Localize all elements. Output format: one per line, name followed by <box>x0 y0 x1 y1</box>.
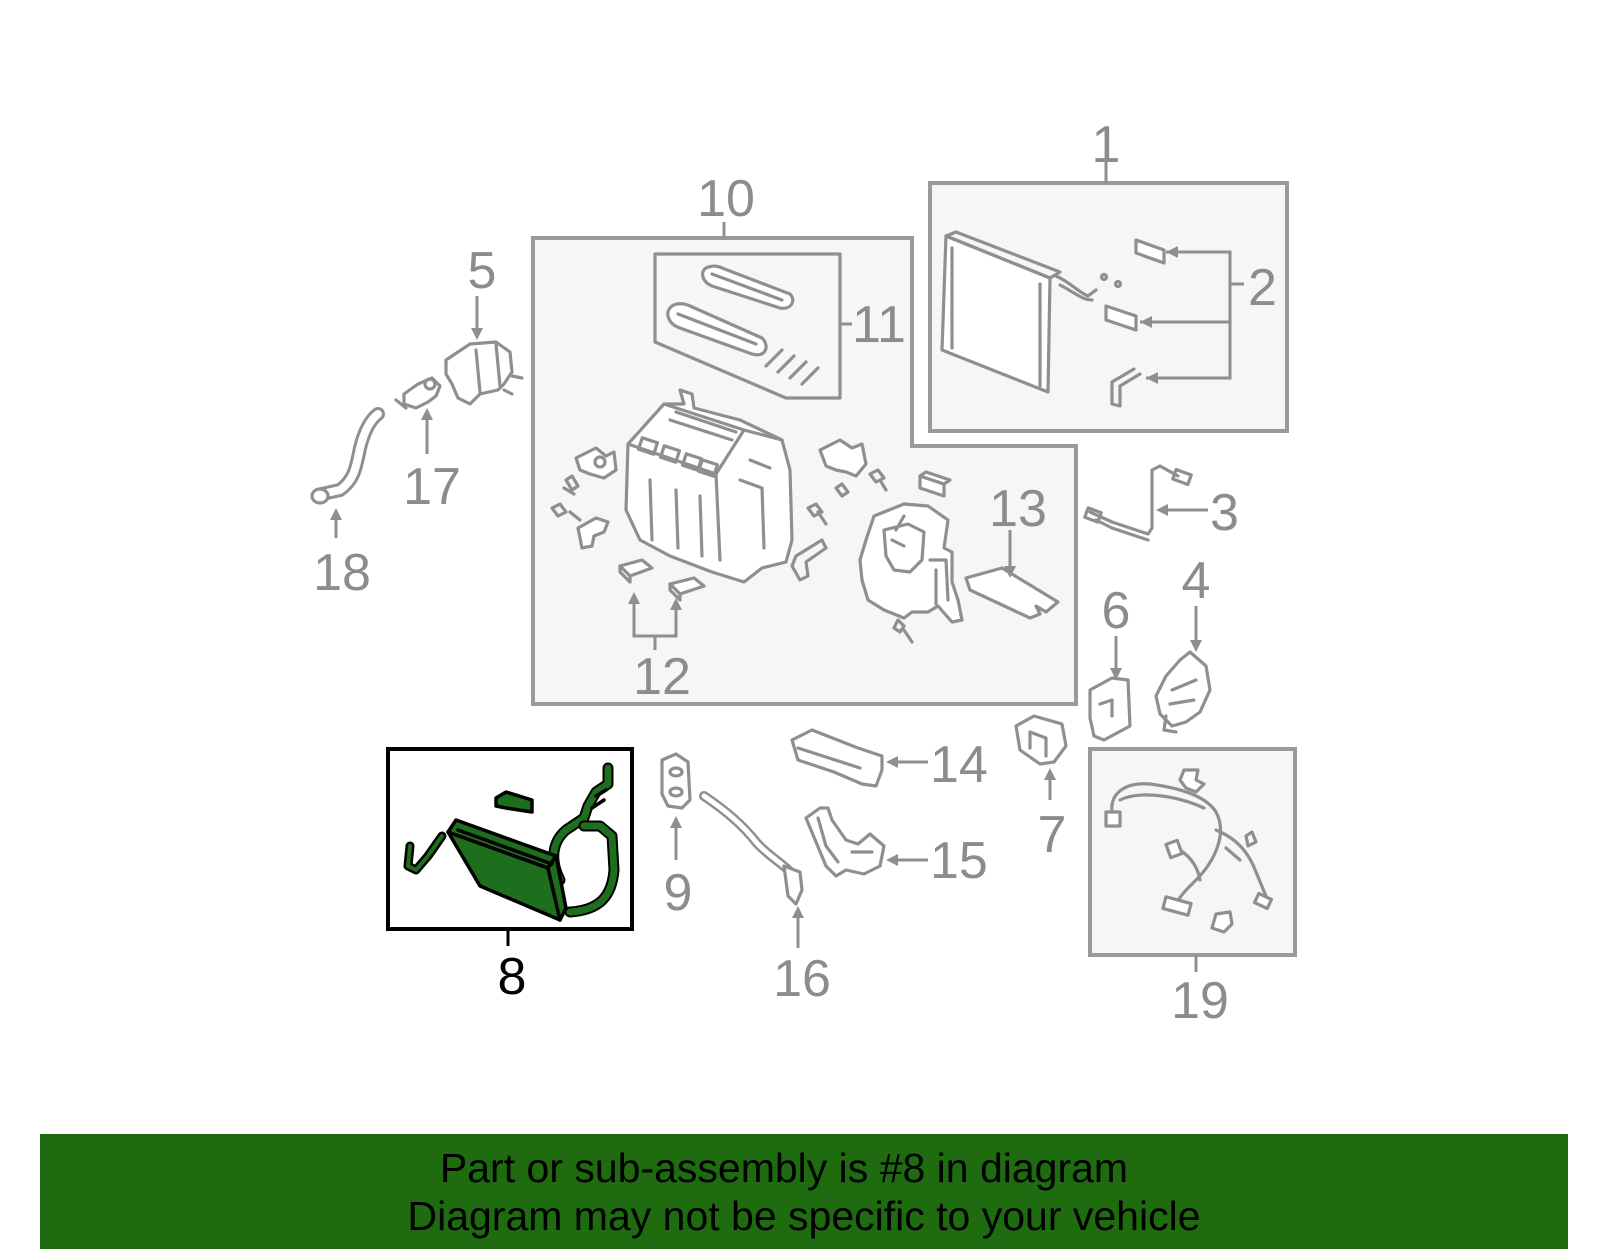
part-19-harness-icon <box>1104 768 1274 934</box>
part-2-pads-icon <box>1104 238 1166 408</box>
part-15-duct-icon <box>804 806 886 878</box>
part-11-box <box>653 252 842 400</box>
callout-8[interactable]: 8 <box>498 948 527 1006</box>
part-13-duct-icon <box>964 566 1060 620</box>
callout-12[interactable]: 12 <box>633 648 691 706</box>
blower-housing-icon <box>858 502 964 644</box>
heater-small-parts-left-icon <box>550 446 618 550</box>
callout-10[interactable]: 10 <box>697 170 755 228</box>
callout-14[interactable]: 14 <box>930 736 988 794</box>
callout-17[interactable]: 17 <box>403 458 461 516</box>
heater-small-parts-mid-icon <box>790 438 952 582</box>
part-group-14[interactable]: 14 <box>790 728 988 794</box>
heater-case-icon <box>624 388 794 584</box>
callout-18[interactable]: 18 <box>313 544 371 602</box>
callout-13[interactable]: 13 <box>989 480 1047 538</box>
part-9-clip-icon <box>660 752 692 810</box>
callout-6[interactable]: 6 <box>1102 582 1131 640</box>
callout-11[interactable]: 11 <box>852 296 906 354</box>
part-group-8[interactable]: 8 <box>386 747 634 1006</box>
part-7-resistor-icon <box>1014 714 1068 766</box>
evaporator-core-icon <box>940 230 1123 394</box>
part-group-9[interactable]: 9 <box>660 752 693 922</box>
callout-7[interactable]: 7 <box>1038 806 1067 864</box>
part-3-sensor-icon <box>1083 464 1193 542</box>
part-group-18[interactable]: 18 <box>310 407 385 602</box>
part-4-actuator-icon <box>1154 650 1212 734</box>
part-group-19[interactable]: 19 <box>1088 747 1297 1030</box>
info-banner: Part or sub-assembly is #8 in diagram Di… <box>40 1134 1568 1249</box>
callout-9[interactable]: 9 <box>664 864 693 922</box>
part-17-valve-icon <box>394 376 442 410</box>
callout-4[interactable]: 4 <box>1182 552 1211 610</box>
part-group-6[interactable]: 6 <box>1088 582 1132 742</box>
part-19-box <box>1088 747 1297 957</box>
callout-3[interactable]: 3 <box>1210 484 1239 542</box>
part-14-duct-icon <box>790 728 884 788</box>
callout-2[interactable]: 2 <box>1248 259 1277 317</box>
callout-5[interactable]: 5 <box>468 242 497 300</box>
part-18-hose-icon <box>310 407 385 505</box>
part-11-filters-icon <box>666 264 820 386</box>
banner-line-1: Part or sub-assembly is #8 in diagram <box>439 1145 1129 1191</box>
part-6-bracket-icon <box>1088 676 1132 742</box>
part-group-17[interactable]: 17 <box>394 376 461 516</box>
callout-19[interactable]: 19 <box>1171 972 1229 1030</box>
callout-15[interactable]: 15 <box>930 832 988 890</box>
banner-line-2: Diagram may not be specific to your vehi… <box>407 1193 1201 1239</box>
part-group-3[interactable]: 3 <box>1083 464 1239 542</box>
callout-16[interactable]: 16 <box>773 950 831 1008</box>
part-5-actuator-icon <box>444 340 524 406</box>
part-12-pads-icon <box>618 558 706 602</box>
part-group-7[interactable]: 7 <box>1014 714 1068 864</box>
callout-1[interactable]: 1 <box>1092 116 1121 174</box>
part-group-4[interactable]: 4 <box>1154 552 1212 734</box>
part-16-drain-hose-icon <box>699 791 804 906</box>
part-group-1[interactable]: 1 2 <box>928 116 1289 433</box>
part-group-10[interactable]: 10 11 <box>531 170 1078 706</box>
part-group-5[interactable]: 5 <box>444 242 524 406</box>
part-group-15[interactable]: 15 <box>804 806 988 890</box>
part-8-evaporator-icon <box>403 762 620 922</box>
part-group-16[interactable]: 16 <box>699 791 831 1008</box>
